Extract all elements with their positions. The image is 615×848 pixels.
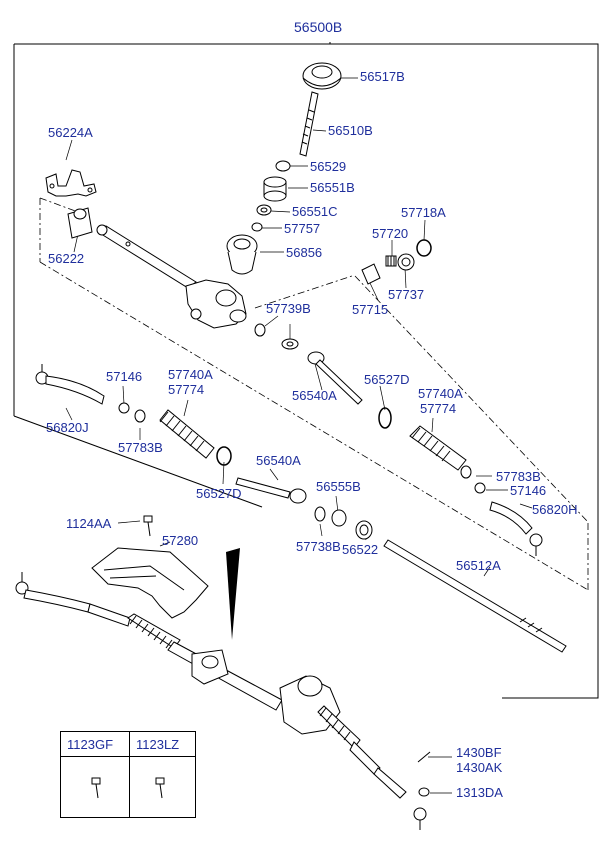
yoke-cover-part xyxy=(226,234,258,275)
outer-tie-rod-end-left-part xyxy=(35,364,105,405)
band-clamp-right-part xyxy=(378,407,392,429)
ring-57757-part xyxy=(251,222,263,232)
assembly-outline xyxy=(13,42,599,699)
part-label-56512A: 56512A xyxy=(456,558,501,573)
wedge-marker xyxy=(226,548,240,640)
legend-bolt-1123LZ-part xyxy=(155,777,165,799)
legend-header-row xyxy=(61,732,195,757)
mounting-bracket-part xyxy=(45,169,97,197)
bushing-56551B-part xyxy=(263,176,287,202)
legend-label-1123GF: 1123GF xyxy=(67,737,114,752)
seal-57737-part xyxy=(397,253,415,271)
part-label-57718A: 57718A xyxy=(401,205,446,220)
part-label-57739B: 57739B xyxy=(266,301,311,316)
part-label-57146-right: 57146 xyxy=(510,483,547,498)
part-label-57740A-left: 57740A xyxy=(168,367,213,382)
band-clamp-left-part xyxy=(216,446,232,466)
part-label-56529: 56529 xyxy=(310,159,347,174)
part-label-1430BF: 1430BF xyxy=(456,745,502,760)
cotter-pin-part xyxy=(417,751,431,797)
part-label-56551B: 56551B xyxy=(310,180,355,195)
part-label-56527D-right: 56527D xyxy=(364,372,410,387)
part-label-56540A-top: 56540A xyxy=(292,388,337,403)
part-label-56820H: 56820H xyxy=(532,502,578,517)
legend-bolt-1123GF-part xyxy=(91,777,101,799)
spring-57720-part xyxy=(385,255,397,267)
part-label-57738B: 57738B xyxy=(296,539,341,554)
washer-56529-part xyxy=(275,160,291,172)
part-label-57783B-right: 57783B xyxy=(496,469,541,484)
part-label-57715: 57715 xyxy=(352,302,389,317)
boot-left-part xyxy=(159,409,215,459)
part-label-57774-right: 57774 xyxy=(420,401,457,416)
rack-housing-upper-part xyxy=(96,224,247,329)
bolt-1124AA-part xyxy=(143,515,153,537)
part-label-56522: 56522 xyxy=(342,542,379,557)
housing-cover-part xyxy=(302,62,342,90)
subassembly-dashed-boundary xyxy=(39,197,589,591)
bushing-56551C-part xyxy=(256,204,272,216)
part-label-56555B: 56555B xyxy=(316,479,361,494)
part-label-56540A-mid: 56540A xyxy=(256,453,301,468)
part-label-1313DA: 1313DA xyxy=(456,785,503,800)
legend-label-1123LZ: 1123LZ xyxy=(136,737,180,752)
part-label-56224A: 56224A xyxy=(48,125,93,140)
outer-tie-rod-end-right-part xyxy=(460,465,543,556)
part-label-57146-left: 57146 xyxy=(106,369,143,384)
part-label-57280: 57280 xyxy=(162,533,199,548)
part-label-57757: 57757 xyxy=(284,221,321,236)
seal-57739B-part xyxy=(254,323,299,350)
part-label-57720: 57720 xyxy=(372,226,409,241)
part-label-56222: 56222 xyxy=(48,251,85,266)
part-label-56856: 56856 xyxy=(286,245,323,260)
part-label-57774-left: 57774 xyxy=(168,382,205,397)
heat-protector-part xyxy=(91,547,209,619)
rack-bar-part xyxy=(383,539,567,653)
part-label-56551C: 56551C xyxy=(292,204,338,219)
ring-57738B-part xyxy=(314,506,373,540)
boot-right-part xyxy=(409,425,467,471)
fastener-legend-table: 1123GF 1123LZ xyxy=(60,731,196,818)
ring-57718A-part xyxy=(416,239,432,257)
part-label-56527D-left: 56527D xyxy=(196,486,242,501)
part-label-57783B-left: 57783B xyxy=(118,440,163,455)
pinion-shaft-part xyxy=(299,91,319,157)
inner-tie-rod-mid-part xyxy=(235,477,307,504)
part-label-56820J: 56820J xyxy=(46,420,89,435)
rack-assembly-lower-part xyxy=(15,572,427,830)
inner-tie-rod-upper-part xyxy=(307,351,363,405)
bushing-56222-part xyxy=(67,207,93,239)
part-label-56517B: 56517B xyxy=(360,69,405,84)
part-label-1124AA: 1124AA xyxy=(66,516,112,531)
legend-divider xyxy=(129,732,130,817)
locknut-left-part xyxy=(118,402,146,423)
yoke-57715-part xyxy=(361,263,381,285)
part-label-56500B: 56500B xyxy=(294,19,343,35)
part-label-57737: 57737 xyxy=(388,287,425,302)
part-label-1430AK: 1430AK xyxy=(456,760,503,775)
leader-lines xyxy=(65,77,533,794)
part-label-57740A-right: 57740A xyxy=(418,386,463,401)
part-label-56510B: 56510B xyxy=(328,123,373,138)
